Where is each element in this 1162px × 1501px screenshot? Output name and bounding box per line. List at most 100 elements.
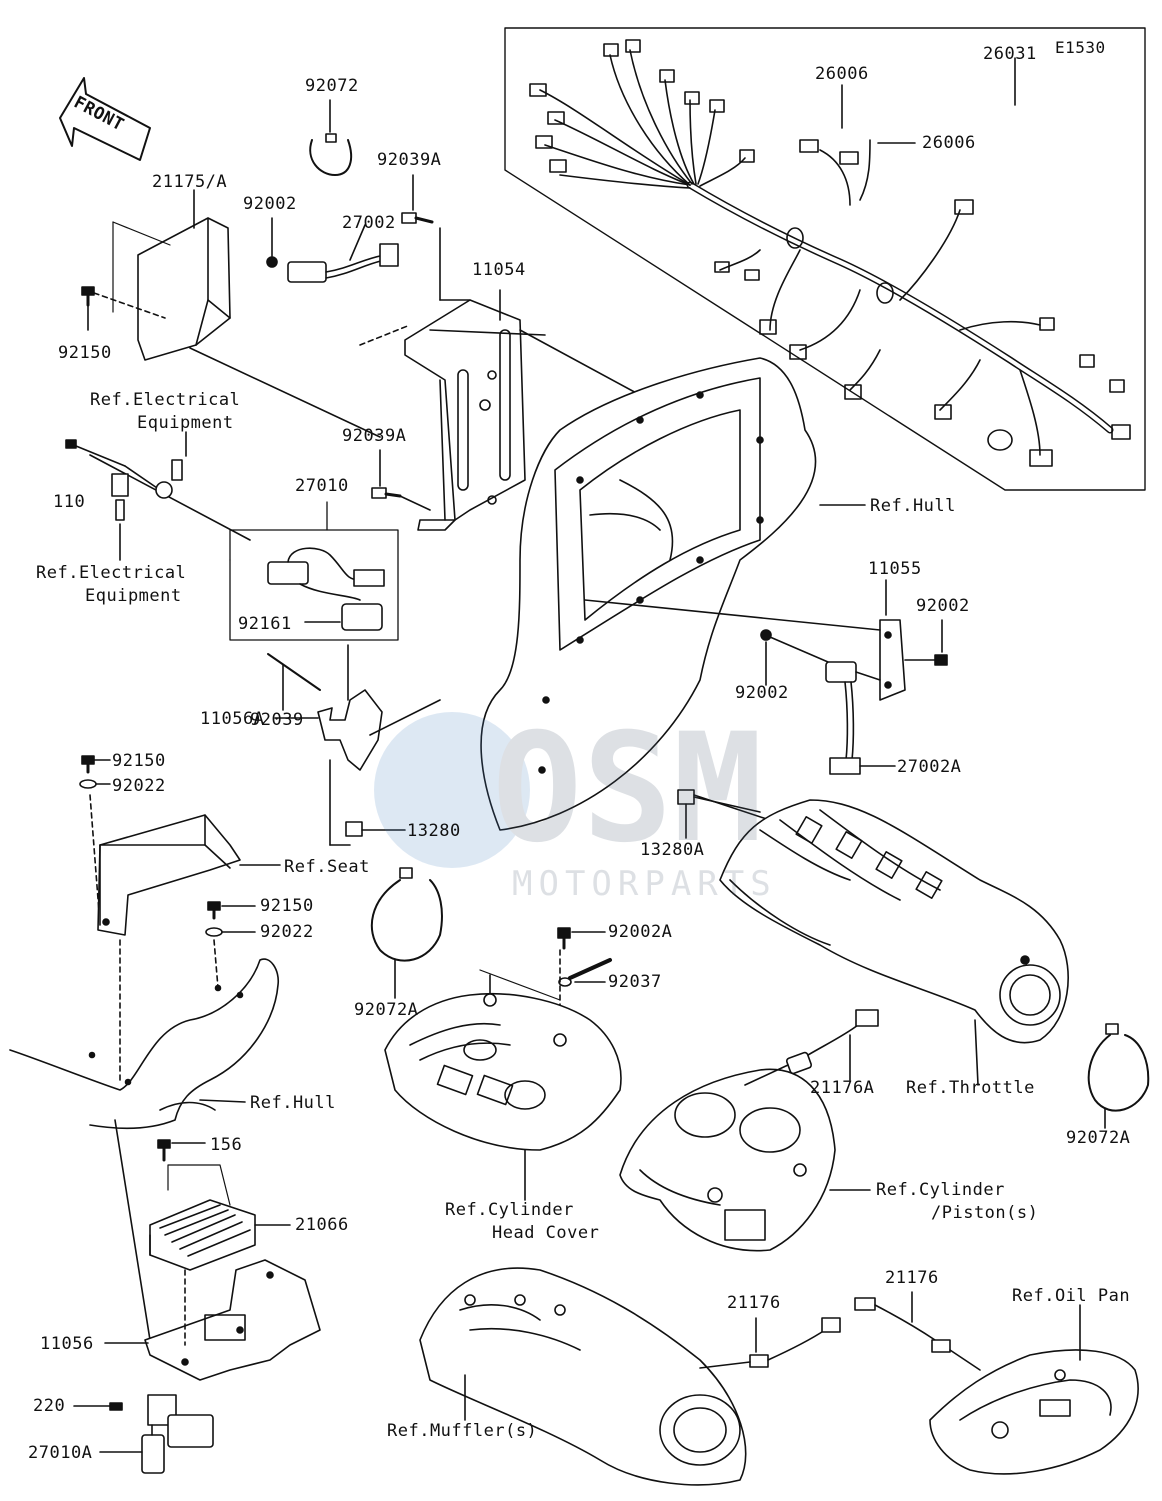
bolt-92150-b-icon — [81, 755, 95, 774]
label-27010A: 27010A — [28, 1443, 93, 1463]
ref-cylinder-piston-line1: Ref.Cylinder — [876, 1180, 1005, 1200]
band-92072A-b-icon — [1087, 1034, 1150, 1112]
front-arrow-icon — [59, 77, 151, 161]
label-11055: 11055 — [868, 559, 922, 579]
tie-92037-icon — [558, 958, 612, 987]
relay-27010 — [267, 547, 385, 631]
label-26031: 26031 — [983, 44, 1037, 64]
bolt-92002-r-icon — [934, 654, 948, 666]
bolt-156-icon — [157, 1139, 171, 1162]
label-92002-r1: 92002 — [916, 596, 970, 616]
regulator-21066 — [149, 1199, 256, 1271]
clip-13280-icon — [345, 821, 363, 837]
ref-cylinder-head-line2: Head Cover — [492, 1223, 600, 1243]
ref-hull-1: Ref.Hull — [870, 496, 956, 516]
ref-oil-pan: Ref.Oil Pan — [1012, 1286, 1131, 1306]
sensor-21176-b — [854, 1297, 951, 1353]
ref-electrical-1-line1: Ref.Electrical — [90, 390, 241, 410]
label-21176-a: 21176 — [727, 1293, 781, 1313]
ref-hull-2: Ref.Hull — [250, 1093, 336, 1113]
label-92150-c: 92150 — [260, 896, 314, 916]
label-11056: 11056 — [40, 1334, 94, 1354]
hull-center — [480, 357, 817, 831]
bolt-92002A-icon — [557, 927, 571, 950]
tie-92039-icon — [267, 653, 321, 691]
label-92072A-a: 92072A — [354, 1000, 419, 1020]
label-13280: 13280 — [407, 821, 461, 841]
bracket-11056 — [144, 1259, 321, 1381]
label-21176A: 21176A — [810, 1078, 875, 1098]
throttle-body — [719, 799, 1069, 1044]
label-92150-b: 92150 — [112, 751, 166, 771]
bolt-92150-icon — [81, 286, 95, 307]
wiring-harness — [529, 39, 1131, 467]
washer-92022-b-icon — [205, 927, 223, 937]
clip-13280A-icon — [677, 789, 695, 805]
label-26006-b: 26006 — [922, 133, 976, 153]
washer-92022-icon — [79, 779, 97, 789]
bolt-92150-c-icon — [207, 901, 221, 920]
label-92022-a: 92022 — [112, 776, 166, 796]
label-110: 110 — [53, 492, 86, 512]
cylinder-head-cover — [384, 992, 622, 1151]
label-92161: 92161 — [238, 614, 292, 634]
ref-cylinder-head-line1: Ref.Cylinder — [445, 1200, 574, 1220]
label-92039A-top: 92039A — [377, 150, 442, 170]
label-27002: 27002 — [342, 213, 396, 233]
label-92039A-mid: 92039A — [342, 426, 407, 446]
sensor-21176A — [785, 1009, 879, 1075]
label-220: 220 — [33, 1396, 66, 1416]
sensor-21176-a — [749, 1317, 841, 1368]
ref-electrical-1-line2: Equipment — [137, 413, 234, 433]
label-92022-b: 92022 — [260, 922, 314, 942]
label-27002A: 27002A — [897, 757, 962, 777]
ref-muffler: Ref.Muffler(s) — [387, 1421, 538, 1441]
label-156: 156 — [210, 1135, 243, 1155]
label-92002-top: 92002 — [243, 194, 297, 214]
bracket-11055 — [879, 619, 906, 701]
label-92002A: 92002A — [608, 922, 673, 942]
ecu-module — [137, 217, 231, 361]
label-92002-r2: 92002 — [735, 683, 789, 703]
bolt-92002-icon — [266, 256, 278, 268]
label-21175A: 21175/A — [152, 172, 228, 192]
band-92072-icon — [309, 139, 353, 176]
bolt-110-icon — [65, 439, 77, 449]
ref-electrical-2-line2: Equipment — [85, 586, 182, 606]
bracket-11056A — [317, 644, 383, 771]
label-11054: 11054 — [472, 260, 526, 280]
label-92039: 92039 — [250, 710, 304, 730]
label-92072: 92072 — [305, 76, 359, 96]
ref-throttle: Ref.Throttle — [906, 1078, 1035, 1098]
muffler — [419, 1267, 747, 1486]
hull-left — [9, 958, 280, 1130]
cylinder-block — [619, 1068, 836, 1252]
label-27010: 27010 — [295, 476, 349, 496]
label-92072A-b: 92072A — [1066, 1128, 1131, 1148]
label-11056A: 11056A — [200, 709, 265, 729]
label-21176-b: 21176 — [885, 1268, 939, 1288]
sensor-27002 — [287, 243, 399, 283]
band-92072A-icon — [370, 879, 443, 962]
terminal-icon — [111, 459, 183, 521]
diagram-code: E1530 — [1055, 38, 1106, 57]
screw-92039A-icon — [401, 212, 434, 224]
bracket-11054 — [404, 299, 526, 531]
label-92037: 92037 — [608, 972, 662, 992]
oil-pan — [929, 1349, 1139, 1475]
label-13280A: 13280A — [640, 840, 705, 860]
label-92150-a: 92150 — [58, 343, 112, 363]
screw-92039A-mid-icon — [371, 487, 402, 499]
harness-frame — [504, 27, 1146, 491]
label-26006-a: 26006 — [815, 64, 869, 84]
relay-27010A — [141, 1394, 214, 1474]
bolt-92002-r2-icon — [760, 629, 772, 641]
sensor-27002A — [825, 661, 881, 775]
screw-220-icon — [109, 1402, 123, 1411]
seat-bracket — [97, 814, 241, 936]
ref-seat: Ref.Seat — [284, 857, 370, 877]
ref-cylinder-piston-line2: /Piston(s) — [931, 1203, 1039, 1223]
ref-electrical-2-line1: Ref.Electrical — [36, 563, 187, 583]
label-21066: 21066 — [295, 1215, 349, 1235]
